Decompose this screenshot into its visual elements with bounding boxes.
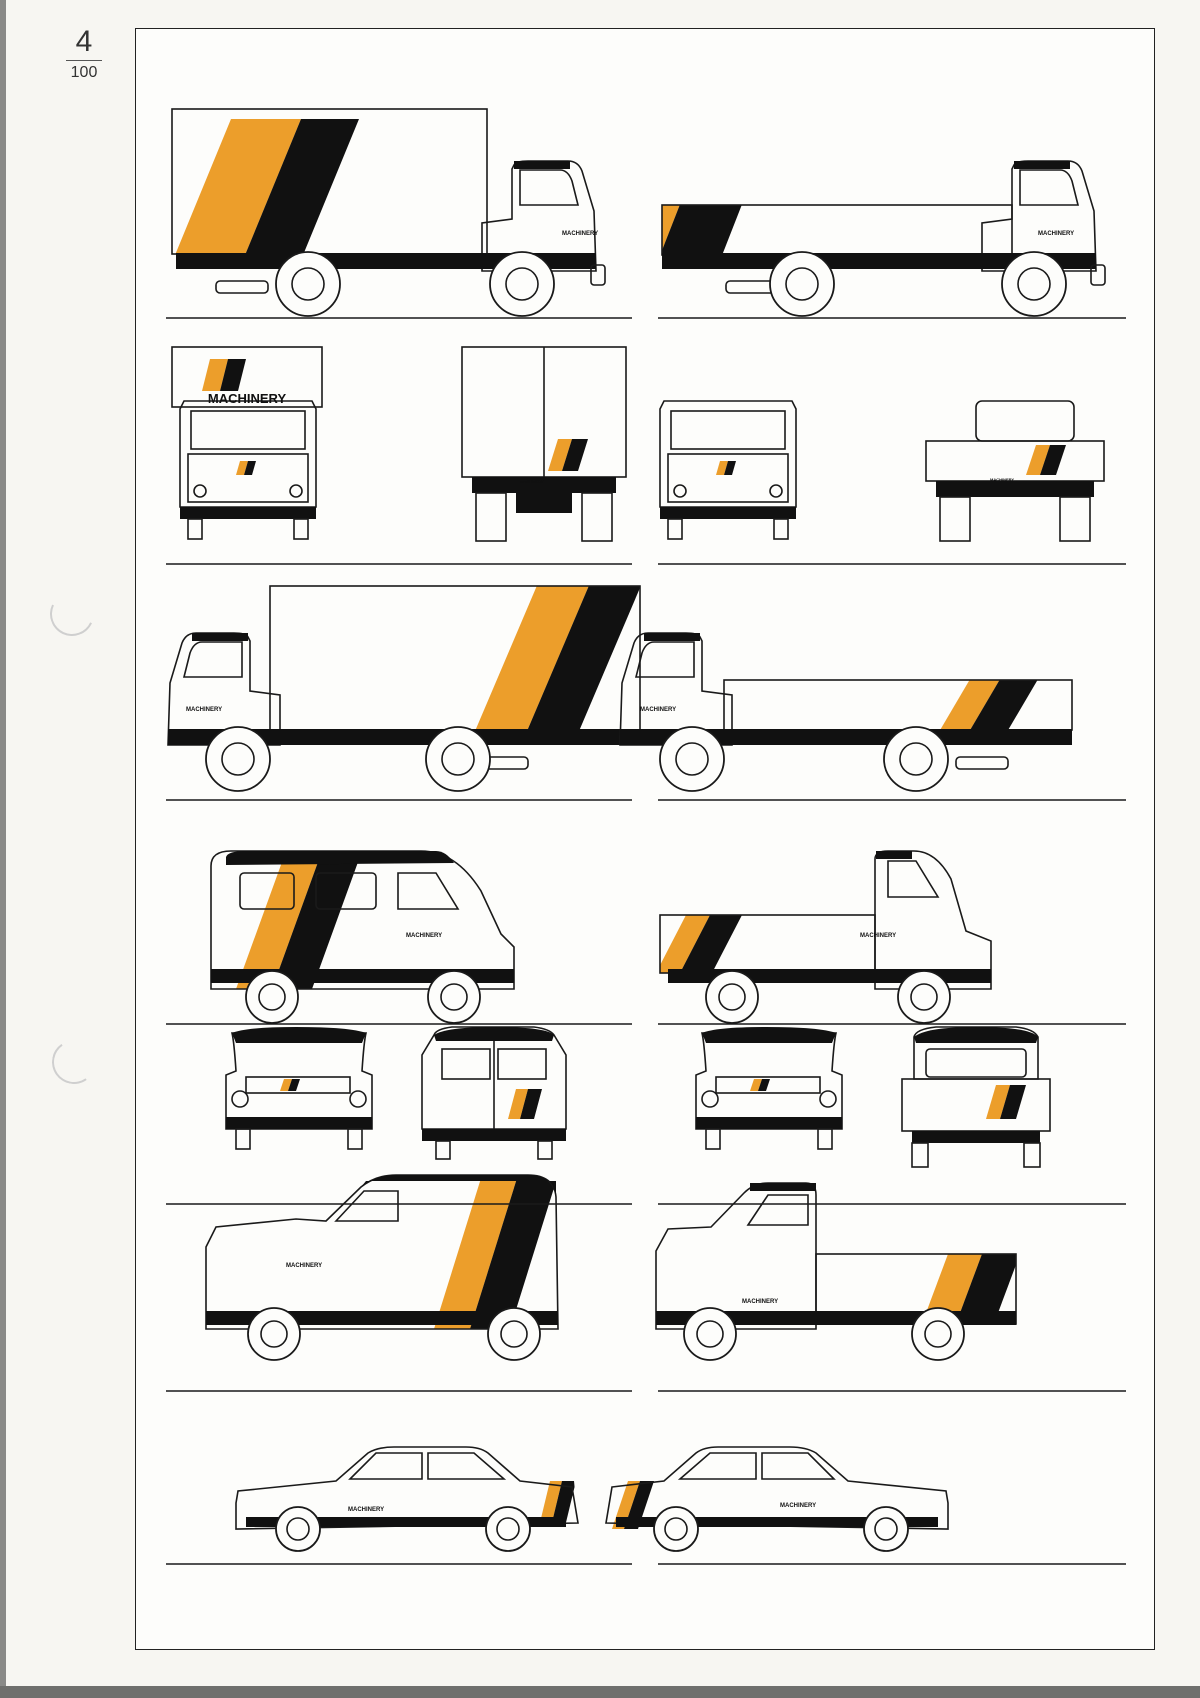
brand-label: MACHINERY <box>1038 231 1074 237</box>
scan-bottom-edge <box>0 1686 1200 1698</box>
brand-label: MACHINERY <box>348 1507 384 1513</box>
pickup-side-icon <box>659 850 992 1024</box>
livery-drawing-frame: MACHINERY MACHINERY MACHINERY MACHINERY … <box>135 28 1155 1650</box>
flatbed-truck-rear-icon <box>925 400 1105 542</box>
page-number-divider <box>66 60 102 61</box>
brand-label: MACHINERY <box>520 479 544 484</box>
panel-van-side-icon <box>205 1174 559 1361</box>
brand-label: MACHINERY <box>780 1503 816 1509</box>
livery-drawing: MACHINERY MACHINERY MACHINERY MACHINERY … <box>166 108 1126 1565</box>
ground-lines <box>166 317 1126 1565</box>
minibus-side-icon <box>210 850 515 1024</box>
pickup-rear-icon <box>901 1026 1051 1168</box>
brand-label: MACHINERY <box>990 477 1014 482</box>
page-number-value: 4 <box>75 25 93 58</box>
brand-label: MACHINERY <box>860 933 896 939</box>
page-number: 4 100 <box>62 26 106 82</box>
brand-label: MACHINERY <box>640 707 676 713</box>
sedan-left-side-icon <box>605 1446 949 1552</box>
box-truck-rear-icon <box>461 346 627 542</box>
sedan-side-icon <box>235 1446 579 1552</box>
pickup-truck-side-icon <box>655 1182 1017 1361</box>
flatbed-truck-front-icon <box>659 400 797 540</box>
pickup-front-icon <box>695 1027 843 1150</box>
flatbed-truck-left-side-icon <box>619 632 1073 792</box>
brand-label: MACHINERY <box>742 1299 778 1305</box>
van-rear-icon <box>421 1026 567 1160</box>
punch-hole-icon <box>43 585 101 643</box>
brand-label: MACHINERY <box>186 707 222 713</box>
brand-label: MACHINERY <box>562 231 598 237</box>
brand-label: MACHINERY <box>406 933 442 939</box>
punch-hole-icon <box>48 1036 100 1088</box>
brand-label: MACHINERY <box>286 1263 322 1269</box>
box-truck-front-icon <box>171 346 323 540</box>
flatbed-truck-side-icon <box>661 160 1106 317</box>
box-truck-left-side-icon <box>167 585 641 792</box>
scan-edge <box>0 0 6 1698</box>
brand-label-large: MACHINERY <box>208 391 287 406</box>
van-front-icon <box>225 1027 373 1150</box>
box-truck-side-icon <box>171 108 606 317</box>
page-total: 100 <box>70 64 98 81</box>
